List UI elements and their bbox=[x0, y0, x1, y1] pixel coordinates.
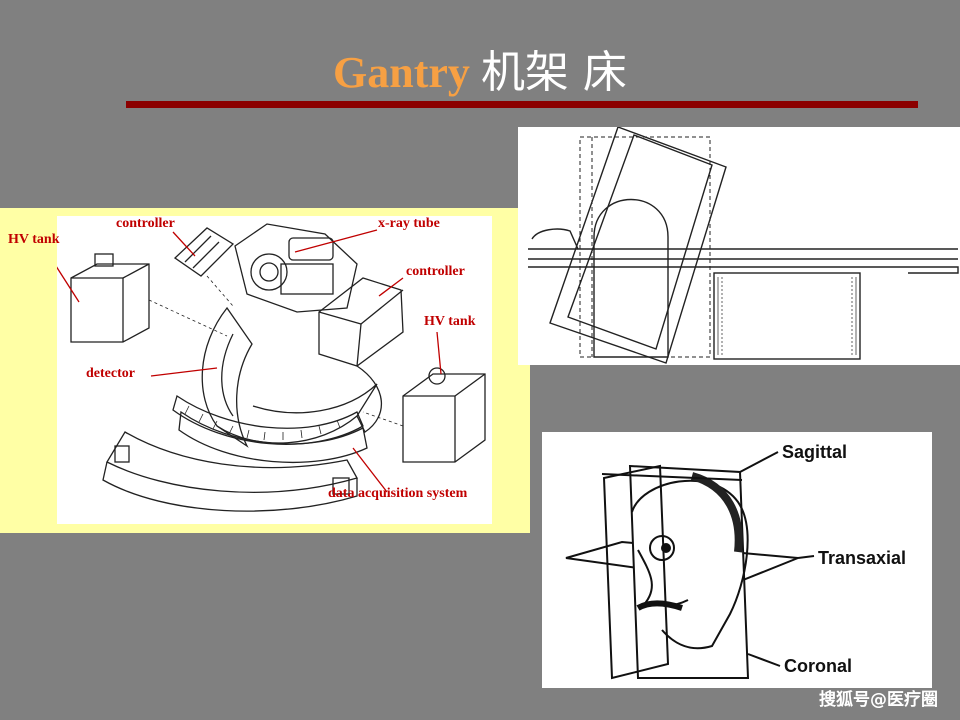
watermark-text: 搜狐号@医疗圈 bbox=[819, 690, 938, 710]
anatomical-planes-panel: Sagittal Transaxial Coronal bbox=[542, 432, 932, 688]
label-controller-right: controller bbox=[406, 264, 465, 279]
planes-svg bbox=[565, 451, 815, 680]
slide-title: Gantry 机架 床 bbox=[0, 36, 960, 100]
label-coronal: Coronal bbox=[784, 656, 853, 676]
label-sagittal: Sagittal bbox=[782, 442, 848, 462]
label-data-acquisition-system: data acquisition system bbox=[328, 486, 468, 501]
label-hv-tank-right: HV tank bbox=[424, 314, 476, 329]
gantry-drawing-svg bbox=[46, 223, 486, 512]
label-transaxial: Transaxial bbox=[818, 548, 907, 568]
gantry-exploded-drawing bbox=[46, 216, 492, 524]
gantry-diagram-panel: HV tank controller x-ray tube controller… bbox=[0, 208, 530, 533]
title-underline bbox=[126, 101, 918, 108]
label-controller-top: controller bbox=[116, 216, 175, 231]
label-hv-tank-left: HV tank bbox=[8, 232, 60, 247]
gantry-table-drawing-panel bbox=[518, 126, 960, 365]
title-english: Gantry bbox=[333, 48, 470, 97]
label-xray-tube: x-ray tube bbox=[378, 216, 440, 231]
gantry-table-svg bbox=[528, 126, 959, 364]
label-detector: detector bbox=[86, 366, 135, 381]
title-chinese: 机架 床 bbox=[480, 47, 627, 98]
